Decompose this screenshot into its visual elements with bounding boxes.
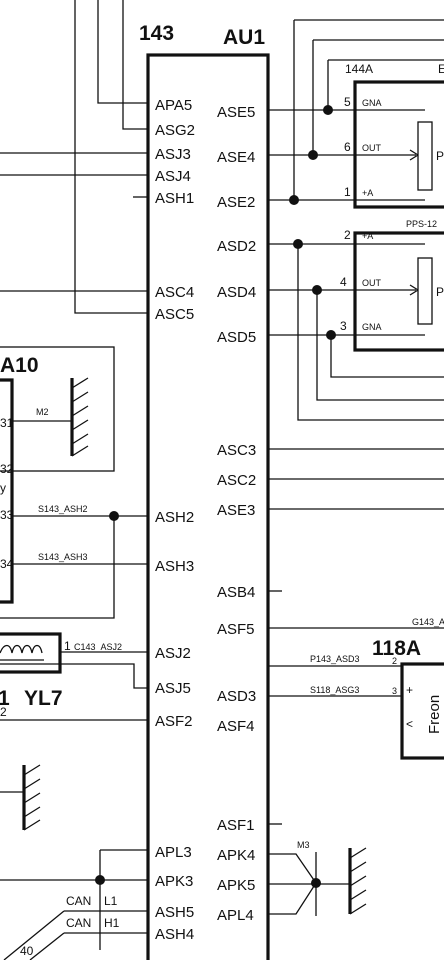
pin-asc5: ASC5 (155, 306, 194, 323)
pin-ash5: ASH5 (155, 904, 194, 921)
pin-asj4: ASJ4 (155, 168, 191, 185)
a10-ground-m2: M2 (36, 407, 49, 417)
module-118a: 118A G143_A P143_ASD3 2 + S118_ASG3 3 < … (268, 617, 444, 760)
can-l1-prefix: CAN (66, 894, 91, 908)
sensor-144a-pin-1: 1 (344, 185, 351, 199)
pin-asd2: ASD2 (217, 238, 256, 255)
pin-asd4: ASD4 (217, 284, 256, 301)
sensor-144a-pin-6: 6 (344, 140, 351, 154)
sensor-pps-pin-2: 2 (344, 228, 351, 242)
a10-pin-33: 33 (0, 508, 14, 522)
module-a10: A10 31 32 y 33 34 M2 S143_ASH2 S143_ASH3 (0, 346, 148, 619)
can-l1-name: L1 (104, 894, 118, 908)
pin-ase3: ASE3 (217, 502, 255, 519)
module-a10-label: A10 (0, 354, 39, 377)
sensor-144a-body: P (436, 149, 444, 163)
118a-pin-2: 2 (392, 656, 397, 666)
sensor-144a: 144A E 5 GNA 6 OUT 1 +A P (344, 62, 444, 209)
pin-asc4: ASC4 (155, 284, 194, 301)
yl7-pin-1: 1 (64, 639, 71, 653)
can-h1-prefix: CAN (66, 916, 91, 930)
can-h1-name: H1 (104, 916, 120, 930)
pin-apl4: APL4 (217, 907, 254, 924)
sensor-144a-label: 144A (345, 62, 373, 76)
sensor-144a-pin-5: 5 (344, 95, 351, 109)
can-connector-40: 40 (20, 944, 34, 958)
sensor-pps-plus-a: +A (362, 231, 373, 241)
pin-ash1: ASH1 (155, 190, 194, 207)
pin-apk3: APK3 (155, 873, 193, 890)
wire-p143-asd3: P143_ASD3 (310, 654, 360, 664)
pin-apa5: APA5 (155, 97, 192, 114)
module-au1-box (146, 53, 270, 960)
pin-asd5: ASD5 (217, 329, 256, 346)
pin-asf4: ASF4 (217, 718, 255, 735)
ground-left (0, 764, 41, 831)
wire-s143-ash2: S143_ASH2 (38, 504, 88, 514)
sensor-144a-out: OUT (362, 143, 382, 153)
sensor-pps: PPS-12 2 +A 4 OUT 3 GNA P (340, 219, 444, 352)
right-wires-upper (268, 19, 444, 629)
a10-pin-32: 32 (0, 462, 14, 476)
yl7-label-prefix: 1 (0, 687, 10, 710)
wire-g143: G143_A (412, 617, 444, 627)
wire-c143-asj2: C143_ASJ2 (74, 642, 122, 652)
pin-asj3: ASJ3 (155, 146, 191, 163)
pin-ash2: ASH2 (155, 509, 194, 526)
sensor-pps-pin-4: 4 (340, 275, 347, 289)
pin-asc2: ASC2 (217, 472, 256, 489)
module-au1-number: 143 (139, 22, 174, 45)
sensor-pps-label: PPS-12 (406, 219, 437, 229)
sensor-pps-body: P (436, 285, 444, 299)
ground-m3-label: M3 (297, 840, 310, 850)
pin-asf1: ASF1 (217, 817, 255, 834)
wire-s118-asg3: S118_ASG3 (310, 685, 359, 695)
sensor-pps-gna: GNA (362, 322, 382, 332)
ground-m3: M3 (268, 823, 367, 916)
pin-asg2: ASG2 (155, 122, 195, 139)
pin-asj5: ASJ5 (155, 680, 191, 697)
pin-ash4: ASH4 (155, 926, 194, 943)
pin-apk5: APK5 (217, 877, 255, 894)
pin-ase5: ASE5 (217, 104, 255, 121)
pin-apl3: APL3 (155, 844, 192, 861)
sensor-144a-gna: GNA (362, 98, 382, 108)
sensor-pps-out: OUT (362, 278, 382, 288)
can-bus: CAN L1 CAN H1 40 (20, 894, 120, 958)
pin-ase2: ASE2 (217, 194, 255, 211)
118a-pin-plus: + (406, 683, 413, 697)
valve-yl7: 1 C143_ASJ2 1 YL7 2 (0, 632, 148, 719)
pin-ash3: ASH3 (155, 558, 194, 575)
sensor-144a-plus-a: +A (362, 188, 373, 198)
a10-char-y: y (0, 481, 6, 495)
sensor-144a-label-cut: E (438, 62, 444, 76)
118a-pin-lt: < (406, 717, 413, 731)
pin-asc3: ASC3 (217, 442, 256, 459)
pin-apk4: APK4 (217, 847, 255, 864)
pin-asf2: ASF2 (155, 713, 193, 730)
left-wires (0, 0, 148, 960)
module-118a-name: Freon (426, 695, 443, 734)
asf2-edge-2: 2 (0, 705, 7, 719)
yl7-label: YL7 (24, 687, 63, 710)
a10-pin-31: 31 (0, 416, 14, 430)
wire-s143-ash3: S143_ASH3 (38, 552, 88, 562)
module-118a-label: 118A (372, 637, 421, 660)
pin-asd3: ASD3 (217, 688, 256, 705)
sensor-pps-pin-3: 3 (340, 319, 347, 333)
pin-asf5: ASF5 (217, 621, 255, 638)
pin-asj2: ASJ2 (155, 645, 191, 662)
a10-pin-34: 34 (0, 557, 14, 571)
module-au1-name: AU1 (223, 26, 265, 49)
118a-pin-3: 3 (392, 686, 397, 696)
pin-ase4: ASE4 (217, 149, 255, 166)
pin-asb4: ASB4 (217, 584, 255, 601)
